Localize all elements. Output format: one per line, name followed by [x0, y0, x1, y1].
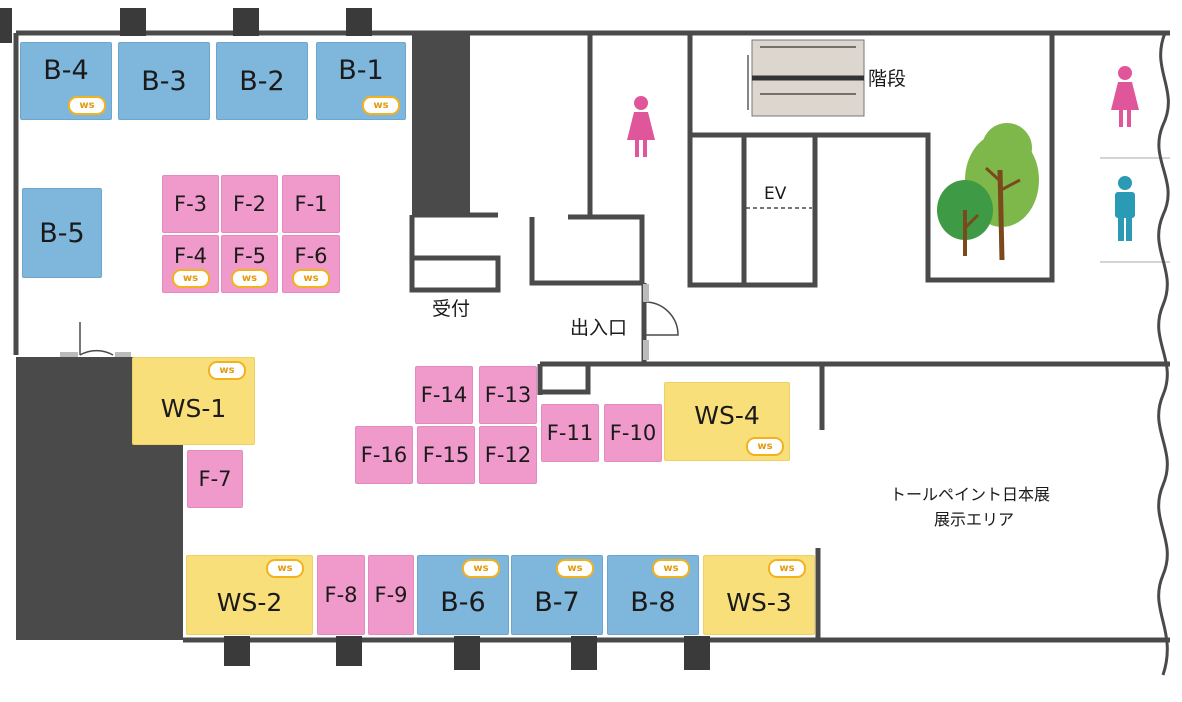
ws-badge-icon: ws [171, 269, 210, 288]
ws-badge-icon: ws [652, 559, 690, 578]
booth-label: B-7 [534, 586, 580, 618]
booth-label: B-3 [141, 65, 187, 97]
column [120, 8, 146, 36]
ws-badge-icon: ws [556, 559, 594, 578]
booth-label: B-5 [39, 217, 85, 249]
booth-f-14[interactable]: F-14 [415, 366, 473, 424]
booth-ws-4[interactable]: WS-4 ws [664, 382, 790, 461]
booth-f-10[interactable]: F-10 [604, 404, 662, 462]
column [346, 8, 372, 36]
booth-label: F-13 [484, 383, 532, 407]
column [233, 8, 259, 36]
booth-f-3[interactable]: F-3 [162, 175, 219, 233]
booth-ws-3[interactable]: WS-3 ws [703, 555, 815, 635]
booth-f-11[interactable]: F-11 [541, 404, 599, 462]
booth-b-4[interactable]: B-4 ws [20, 42, 112, 120]
ws-badge-icon: ws [68, 96, 106, 115]
column [224, 636, 250, 666]
booth-label: F-1 [294, 192, 328, 216]
ws-badge-icon: ws [266, 559, 304, 578]
door-icon [644, 301, 679, 336]
booth-f-2[interactable]: F-2 [221, 175, 278, 233]
column [571, 636, 597, 670]
booth-label: B-2 [239, 65, 285, 97]
ws-badge-icon: ws [462, 559, 500, 578]
booth-label: F-3 [173, 192, 208, 216]
booth-f-16[interactable]: F-16 [355, 426, 413, 484]
booth-b-2[interactable]: B-2 [216, 42, 308, 120]
booth-label: WS-3 [726, 587, 792, 617]
ws-badge-icon: ws [746, 437, 784, 456]
column [684, 636, 710, 670]
womens-restroom-icon [1111, 66, 1139, 127]
booth-ws-2[interactable]: WS-2 ws [186, 555, 313, 635]
booth-label: F-4 [173, 244, 208, 268]
booth-label: F-15 [422, 443, 470, 467]
booth-b-1[interactable]: B-1 ws [316, 42, 406, 120]
booth-b-3[interactable]: B-3 [118, 42, 210, 120]
reception-label: 受付 [432, 298, 471, 320]
booth-label: F-2 [232, 192, 267, 216]
booth-label: F-10 [609, 421, 657, 445]
booth-label: F-11 [546, 421, 594, 445]
ws-badge-icon: ws [230, 269, 269, 288]
booth-f-12[interactable]: F-12 [479, 426, 537, 484]
column [336, 636, 362, 666]
booth-b-5[interactable]: B-5 [22, 188, 102, 278]
booth-label: WS-2 [216, 587, 283, 617]
stairs-icon [747, 39, 865, 117]
exhibit-area-label: 展示エリア [934, 510, 1015, 529]
booth-label: WS-1 [160, 393, 227, 423]
booth-f-13[interactable]: F-13 [479, 366, 537, 424]
booth-label: F-5 [232, 244, 267, 268]
booth-label: F-6 [294, 244, 328, 268]
ws-badge-icon: ws [768, 559, 806, 578]
tree-icon [937, 180, 993, 256]
booth-f-1[interactable]: F-1 [282, 175, 340, 233]
booth-label: B-6 [440, 586, 486, 618]
entrance-label: 出入口 [570, 317, 628, 339]
ws-badge-icon: ws [208, 361, 246, 380]
booth-label: F-14 [420, 383, 468, 407]
booth-label: B-1 [338, 54, 384, 86]
booth-label: B-4 [43, 54, 89, 86]
stairs-label: 階段 [868, 68, 907, 90]
booth-f-8[interactable]: F-8 [317, 555, 365, 635]
booth-f-9[interactable]: F-9 [368, 555, 414, 635]
column [454, 636, 480, 670]
booth-label: F-8 [324, 583, 358, 607]
booth-b-6[interactable]: B-6 ws [417, 555, 509, 635]
booth-ws-1[interactable]: WS-1 ws [132, 357, 255, 445]
booth-label: B-8 [630, 586, 676, 618]
booth-label: WS-4 [694, 401, 760, 430]
booth-label: F-12 [484, 443, 532, 467]
booth-label: F-7 [198, 467, 232, 491]
exhibit-title-label: トールペイント日本展 [890, 485, 1051, 504]
booth-label: F-16 [360, 443, 408, 467]
womens-restroom-icon [627, 96, 655, 157]
booth-b-7[interactable]: B-7 ws [511, 555, 603, 635]
ws-badge-icon: ws [362, 96, 400, 115]
booth-f-7[interactable]: F-7 [187, 450, 243, 508]
booth-b-8[interactable]: B-8 ws [607, 555, 699, 635]
ws-badge-icon: ws [292, 269, 330, 288]
booth-f-15[interactable]: F-15 [417, 426, 475, 484]
booth-label: F-9 [374, 583, 408, 607]
mens-restroom-icon [1115, 176, 1135, 241]
elevator-label: EV [764, 184, 787, 204]
